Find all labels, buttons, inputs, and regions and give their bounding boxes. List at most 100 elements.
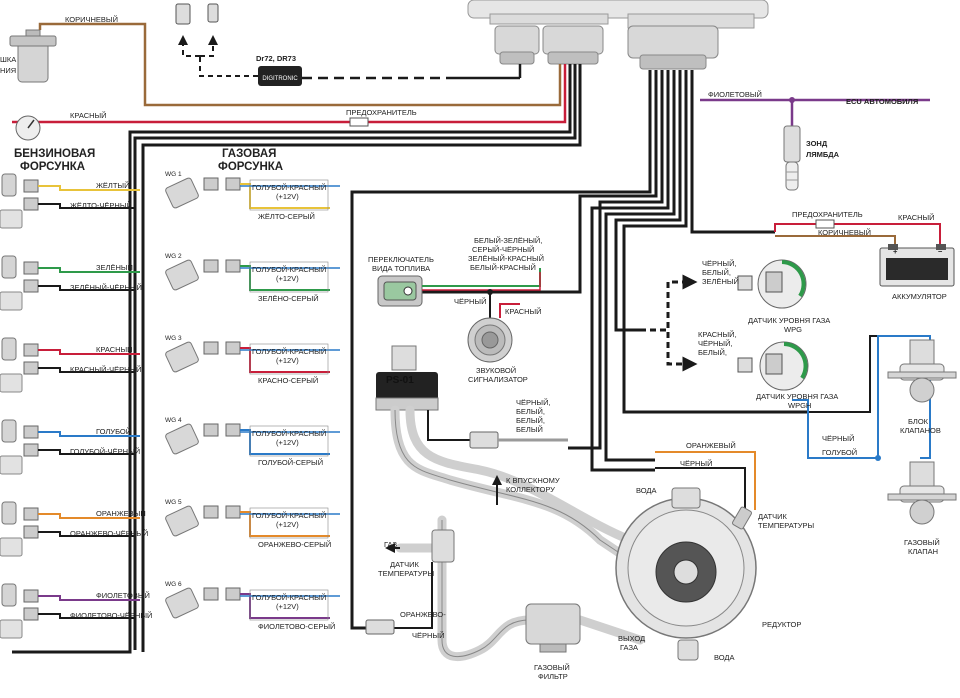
ecu-connector-2 [542,25,604,65]
petrol-wire-label: ЖЁЛТЫЙ [96,181,129,190]
gas-row-box [249,343,329,375]
gas-row-box [249,179,329,211]
gas-title-1: ГАЗОВАЯ [222,148,276,160]
gas-top-label: ГОЛУБОЙ-КРАСНЫЙ [252,183,326,192]
petrol-wire-label: ГОЛУБОЙ [96,427,131,436]
petrol-wire-2 [38,531,135,537]
petrol-plug-icon [23,425,39,439]
gas-injector-icon [165,423,199,455]
intake-label-1: К ВПУСКНОМУ [506,476,560,485]
petrol-title-1: БЕНЗИНОВАЯ [14,148,95,160]
sw-wire-4: БЕЛЫЙ-КРАСНЫЙ [470,263,536,272]
petrol-wire [38,267,140,273]
buzzer-label-1: ЗВУКОВОЙ [476,366,516,375]
brown-wire-battery [775,235,896,246]
gas-volt-label: (+12V) [276,356,299,365]
petrol-plug-icon [23,343,39,357]
gas-volt-label: (+12V) [276,192,299,201]
wpgh-label-2: WPGH [788,401,811,410]
petrol-title-2: ФОРСУНКА [20,161,85,173]
gas-temp-label-2: ТЕМПЕРАТУРЫ [378,569,434,578]
orange-wire-label: ОРАНЖЕВЫЙ [686,441,736,450]
ignition-coil [9,29,57,83]
petrol-wire2-label: ЗЕЛЁНЫЙ-ЧЁРНЫЙ [70,283,142,292]
petrol-injector-icon [1,583,17,607]
petrol-injector-connector [0,209,23,229]
wpgh-wire-1: КРАСНЫЙ, [698,330,737,339]
wpg-dashed [640,274,698,332]
or-black-label-2: ЧЁРНЫЙ [412,631,444,640]
wpg-label-1: ДАТЧИК УРОВНЯ ГАЗА [748,316,830,325]
gas-row-box [249,589,329,621]
gas-temp-label-1: ДАТЧИК [390,560,419,569]
petrol-plug-icon [23,507,39,521]
reducer-temp-label-1: ДАТЧИК [758,512,787,521]
red-wire-battery [774,223,941,246]
dr-brand: DIGITRONIC [262,76,298,82]
petrol-wire [38,349,140,355]
gas-top-label: ГОЛУБОЙ-КРАСНЫЙ [252,429,326,438]
fuel-switch [377,275,423,307]
gas-bottom-label: ЖЁЛТО-СЕРЫЙ [258,212,315,221]
fuse-top-icon [349,117,369,127]
gas-volt-label: (+12V) [276,438,299,447]
red-wire [12,64,567,124]
reducer-temp-label-2: ТЕМПЕРАТУРЫ [758,521,814,530]
petrol-wire-label: ОРАНЖЕВЫЙ [96,509,146,518]
emulator-plug-icon [23,443,39,457]
gas-injector-connector-icon [203,341,219,355]
petrol-wire-2 [38,613,135,619]
switch-label-2: ВИДА ТОПЛИВА [372,264,430,273]
gas-injector-icon [165,341,199,373]
wpgh-dashed [640,328,698,372]
battery-minus: − [938,247,943,256]
gas-volt-label: (+12V) [276,274,299,283]
petrol-injector-icon [1,337,17,361]
gas-title-2: ФОРСУНКА [218,161,283,173]
wpgh-wire-3: БЕЛЫЙ, [698,348,727,357]
gas-bottom-label: ГОЛУБОЙ-СЕРЫЙ [258,458,323,467]
gas-injector-icon [165,505,199,537]
petrol-wire2-label: ОРАНЖЕВО-ЧЁРНЫЙ [70,529,148,538]
buzzer [467,317,513,363]
outlet-label-2: ГАЗА [620,643,638,652]
petrol-wire-2 [38,449,135,455]
battery-label: АККУМУЛЯТОР [892,292,947,301]
ps-wire-3: БЕЛЫЙ, [516,416,545,425]
filter-label-2: ФИЛЬТР [538,672,568,681]
battery-brown-label: КОРИЧНЕВЫЙ [818,228,871,237]
lambda-sensor [783,125,801,191]
petrol-injector-icon [1,501,17,525]
wpg-wire-1: ЧЁРНЫЙ, [702,259,737,268]
outlet-label-1: ВЫХОД [618,634,645,643]
emulator-plug-icon [23,525,39,539]
valves-blue-label: ГОЛУБОЙ [822,448,857,457]
block-label-1: БЛОК [908,417,929,426]
petrol-wire2-label: ГОЛУБОЙ-ЧЁРНЫЙ [70,447,140,456]
orange-wire-reducer [655,451,756,510]
valve-block [887,339,957,403]
gas-injector-connector-icon [203,505,219,519]
reducer-label: РЕДУКТОР [762,620,801,629]
lambda-label-2: ЛЯМБДА [806,150,840,159]
petrol-plug-icon [23,179,39,193]
gas-injector-plug-icon [225,177,241,191]
coil-label-2: НИЯ [0,66,16,75]
petrol-wire2-label: ЖЁЛТО-ЧЁРНЫЙ [70,201,132,210]
dr-usb-link [199,56,258,77]
violet-wire-label: ФИОЛЕТОВЫЙ [708,90,762,99]
gas-injector-plug-icon [225,423,241,437]
wg-label: WG 2 [165,253,182,260]
black-wire-reducer-label: ЧЁРНЫЙ [680,459,712,468]
gas-volt-label: (+12V) [276,520,299,529]
gas-out-label: ГАЗ [384,540,397,549]
ps-wire-1: ЧЁРНЫЙ, [516,398,551,407]
water-top-label: ВОДА [636,486,657,495]
brown-wire-coil [38,22,562,107]
water-bottom-label: ВОДА [714,653,735,662]
valve-label-1: ГАЗОВЫЙ [904,538,940,547]
gas-top-label: ГОЛУБОЙ-КРАСНЫЙ [252,347,326,356]
battery-plus: + [893,247,898,256]
